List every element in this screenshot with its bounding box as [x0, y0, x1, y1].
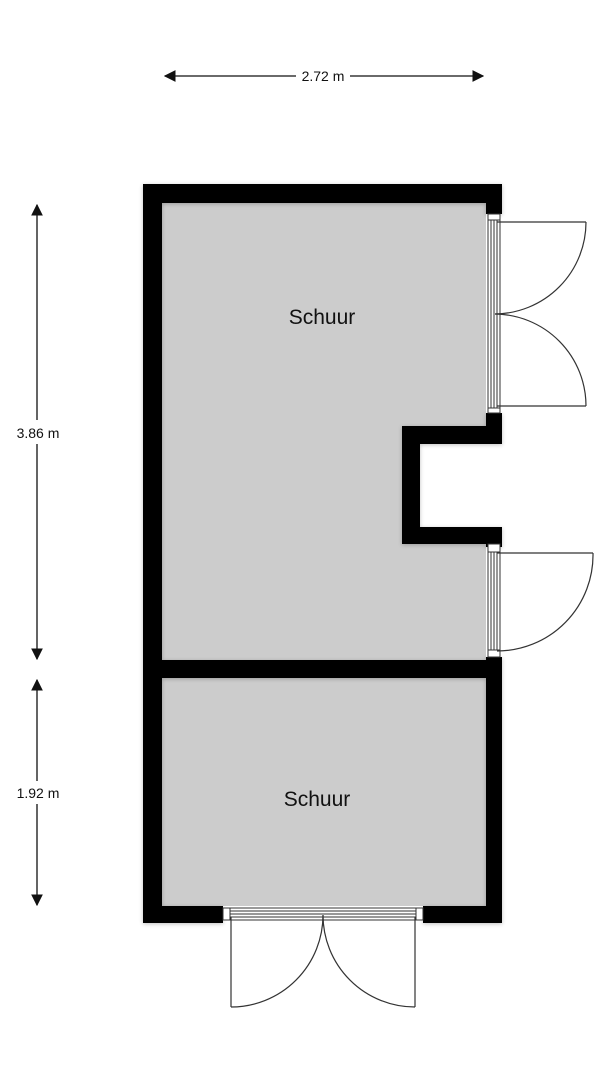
door-right-lower-single	[487, 543, 594, 658]
dimension-width-label: 2.72 m	[302, 68, 345, 84]
room-floor-upper	[162, 203, 486, 660]
floors	[162, 203, 486, 906]
dimension-height-lower: 1.92 m	[17, 678, 60, 907]
dimension-width: 2.72 m	[163, 68, 485, 84]
dimension-height-upper: 3.86 m	[17, 203, 60, 661]
dimension-height-lower-label: 1.92 m	[17, 785, 60, 801]
door-right-upper-double	[487, 213, 587, 414]
room-floor-lower	[162, 678, 486, 906]
room-label-upper: Schuur	[289, 306, 356, 329]
door-bottom-double	[222, 907, 424, 1008]
room-label-lower: Schuur	[284, 788, 351, 811]
walls	[143, 184, 502, 923]
dimension-height-upper-label: 3.86 m	[17, 425, 60, 441]
